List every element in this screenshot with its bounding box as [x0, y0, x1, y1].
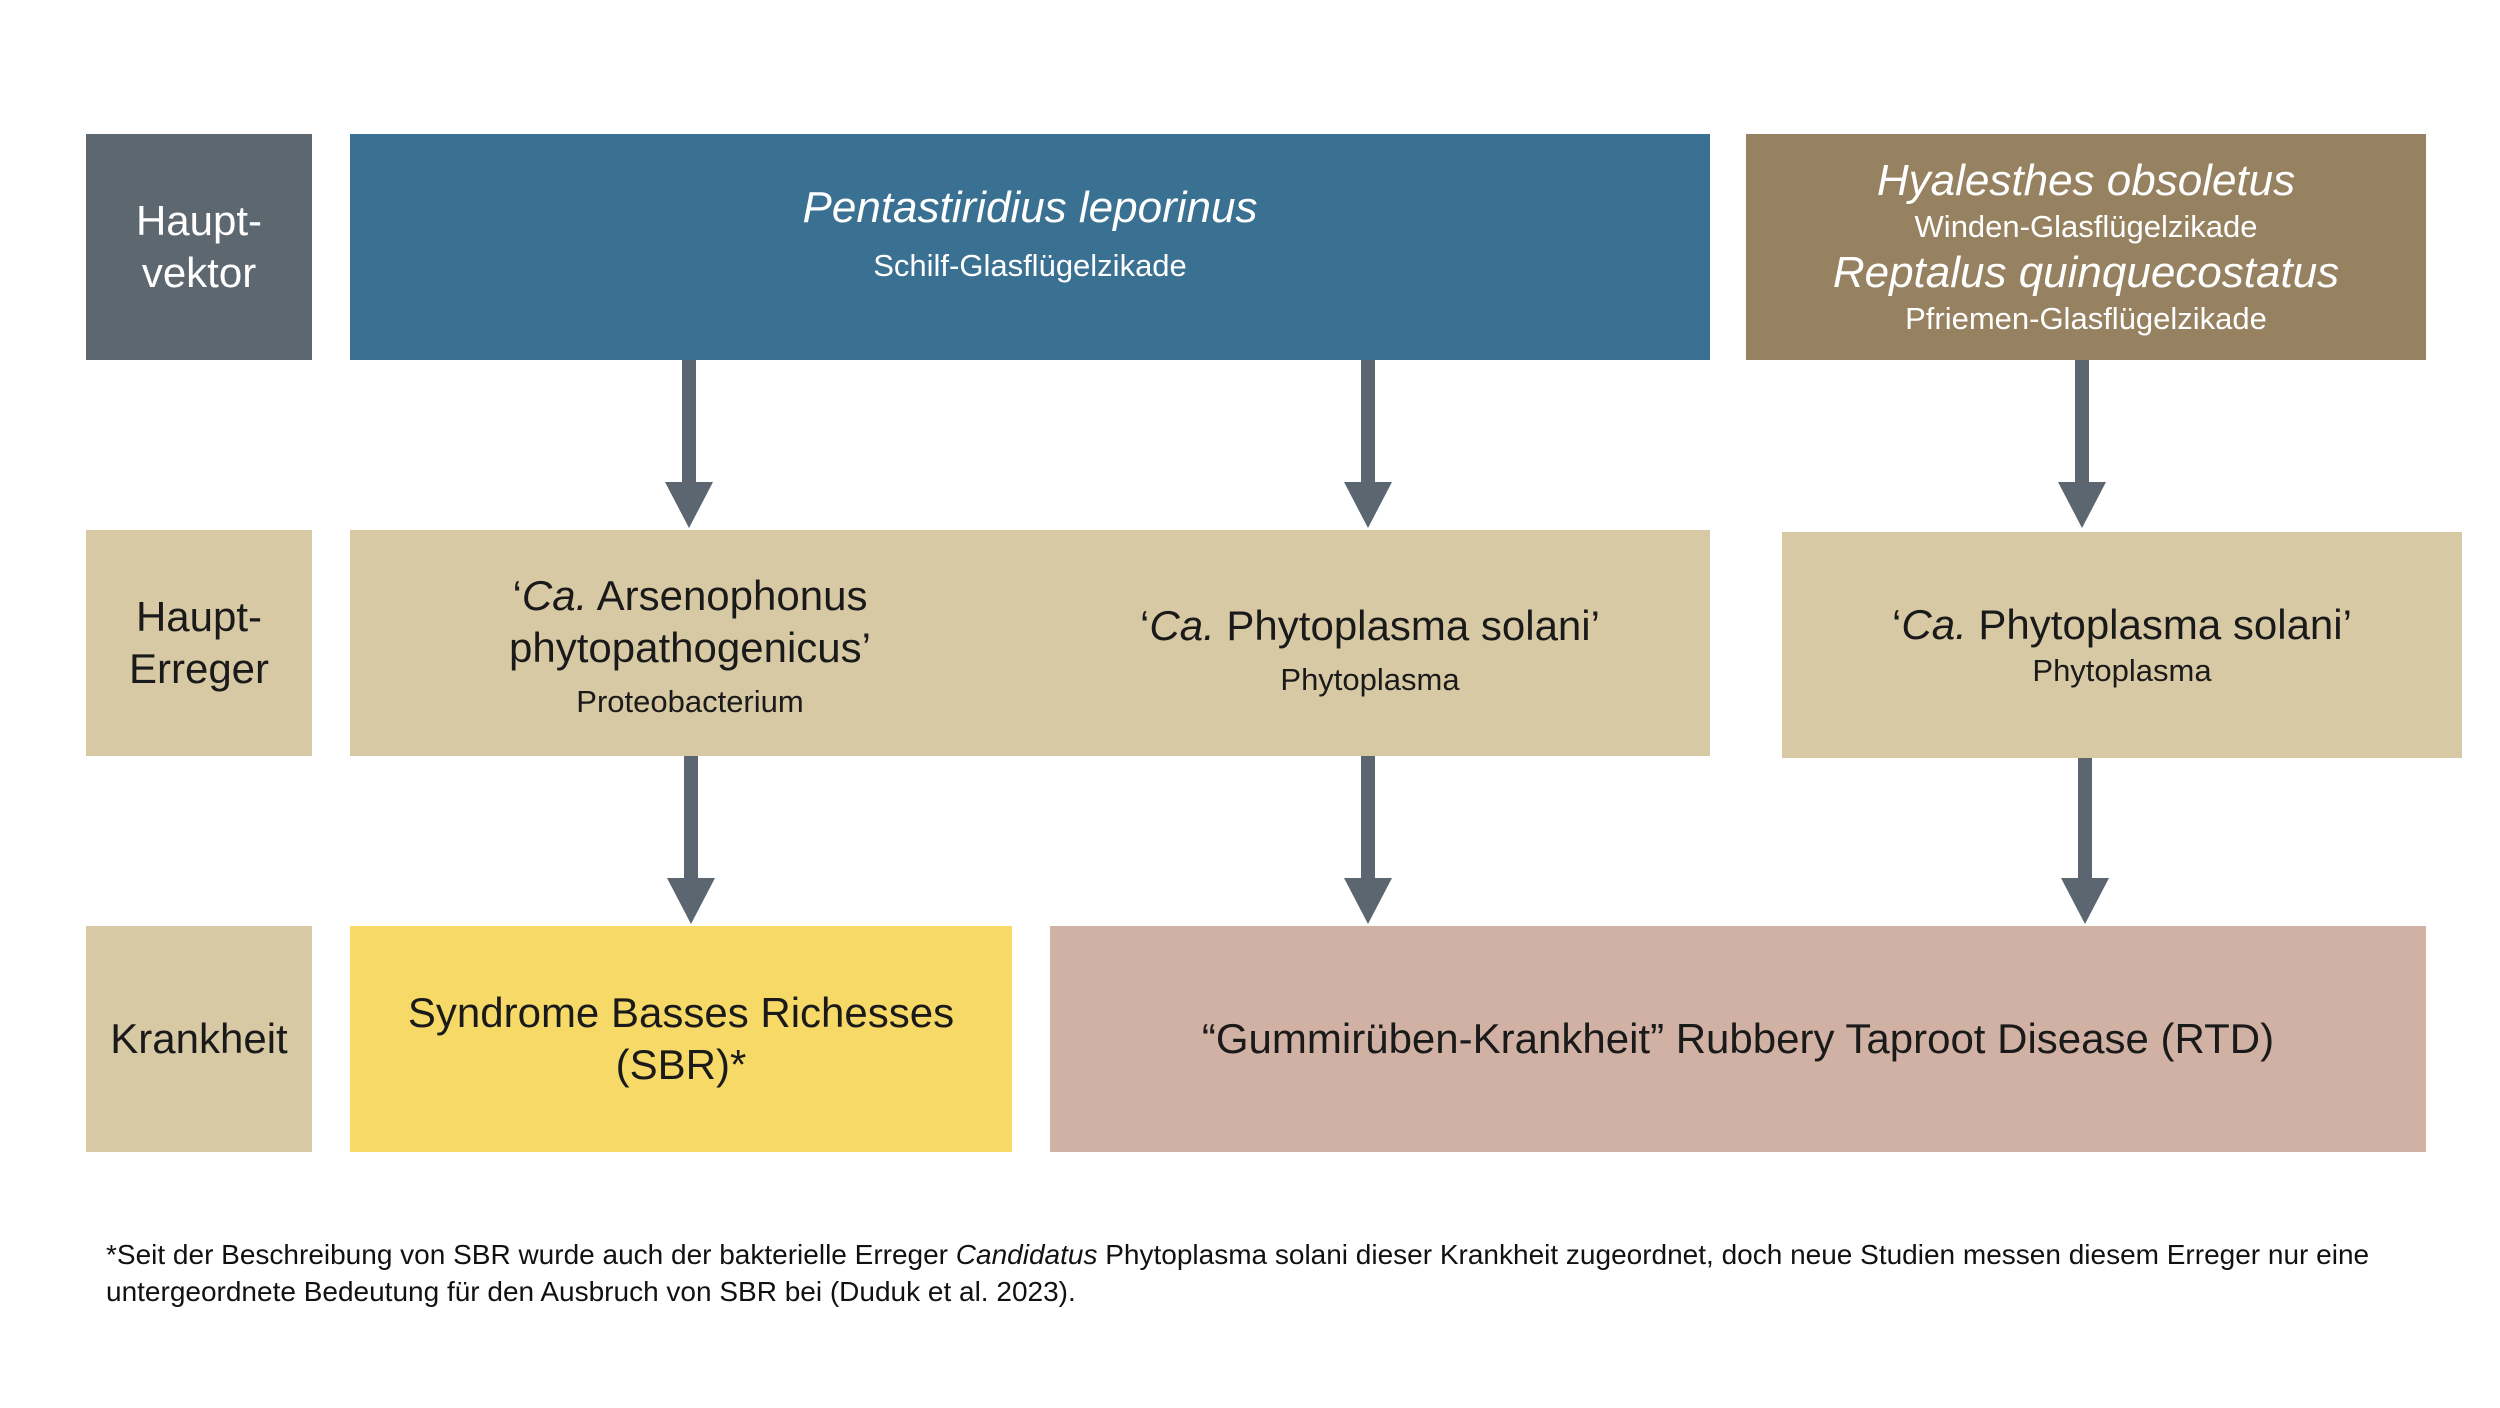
pathogen-solani-right-name: ‘Ca. Phytoplasma solani’ [1892, 601, 2352, 648]
footnote-italic: Candidatus [955, 1239, 1098, 1270]
pathogen-solani-center: ‘Ca. Phytoplasma solani’ Phytoplasma [1030, 580, 1710, 720]
row-label-pathogen-line2: Erreger [128, 645, 270, 692]
pathogen-arsenophonus: ‘Ca. Arsenophonus phytopathogenicus’ Pro… [440, 556, 940, 736]
row-label-vector-line2: vektor [141, 249, 257, 296]
pathogen-solani-center-type: Phytoplasma [1280, 662, 1460, 697]
row-label-vector-line1: Haupt- [135, 197, 263, 244]
vector-common-reptalus: Pfriemen-Glasflügelzikade [1905, 301, 2267, 336]
pathogen-solani-right-type: Phytoplasma [2032, 653, 2212, 688]
pathogen-solani-center-name: ‘Ca. Phytoplasma solani’ [1140, 602, 1600, 649]
arrow-arsenophonus-to-sbr [667, 756, 715, 924]
pathogen-box-main [350, 530, 1710, 756]
arrow-pentastiridius-to-solani [1344, 360, 1392, 528]
row-label-pathogen-line1: Haupt- [135, 593, 263, 640]
pathogen-arsenophonus-line2: phytopathogenicus’ [509, 624, 871, 671]
disease-box-rtd: “Gummirüben-Krankheit” Rubbery Taproot D… [1050, 926, 2426, 1152]
arrow-solani-center-to-rtd [1344, 756, 1392, 924]
footnote-part2: Phytoplasma solani dieser Krankheit zuge… [106, 1239, 2370, 1307]
row-label-disease-text: Krankheit [110, 1015, 288, 1062]
disease-box-sbr: Syndrome Basses Richesses (SBR)* [350, 926, 1012, 1152]
pathogen-arsenophonus-type: Proteobacterium [576, 684, 804, 719]
vector-species-pentastiridius: Pentastiridius leporinus [802, 183, 1258, 232]
arrow-pentastiridius-to-arsenophonus [665, 360, 713, 528]
disease-rtd-text: “Gummirüben-Krankheit” Rubbery Taproot D… [1201, 1015, 2275, 1062]
disease-sbr-line1: Syndrome Basses Richesses [407, 989, 955, 1036]
vector-common-pentastiridius: Schilf-Glasflügelzikade [873, 248, 1187, 283]
vector-box-hyalesthes-reptalus: Hyalesthes obsoletus Winden-Glasflügelzi… [1746, 134, 2426, 360]
vector-species-reptalus: Reptalus quinquecostatus [1832, 248, 2340, 297]
disease-sbr-line2: (SBR)* [615, 1041, 747, 1088]
pathogen-box-solani-right: ‘Ca. Phytoplasma solani’ Phytoplasma [1782, 532, 2462, 758]
pathogen-arsenophonus-line1: ‘Ca. Arsenophonus [512, 572, 868, 619]
vector-species-hyalesthes: Hyalesthes obsoletus [1876, 156, 2296, 205]
footnote-part1: *Seit der Beschreibung von SBR wurde auc… [106, 1239, 956, 1270]
row-label-disease: Krankheit [86, 926, 312, 1152]
vector-box-pentastiridius: Pentastiridius leporinus Schilf-Glasflüg… [350, 134, 1710, 360]
row-label-pathogen: Haupt- Erreger [86, 530, 312, 756]
footnote: *Seit der Beschreibung von SBR wurde auc… [106, 1236, 2436, 1310]
row-label-vector: Haupt- vektor [86, 134, 312, 360]
arrow-hyalesthes-to-solani [2058, 360, 2106, 528]
vector-common-hyalesthes: Winden-Glasflügelzikade [1914, 209, 2258, 244]
arrow-solani-right-to-rtd [2061, 758, 2109, 924]
